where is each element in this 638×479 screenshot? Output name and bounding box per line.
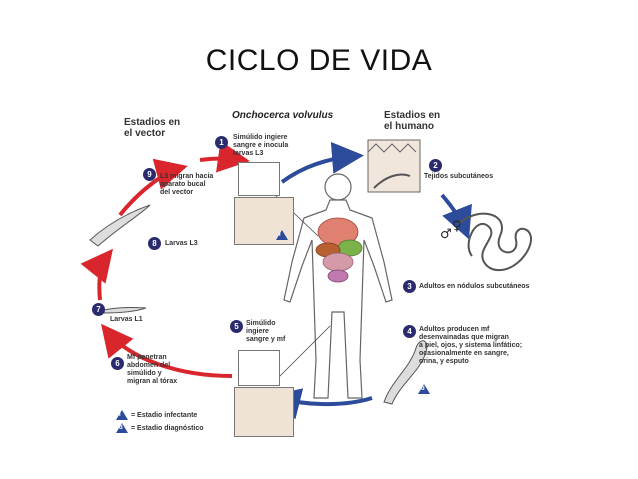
human-organs	[315, 217, 363, 283]
step-9-badge: 9	[143, 168, 156, 181]
microfilaria-worm	[383, 340, 428, 405]
step-7-badge: 7	[92, 303, 105, 316]
legend-infective-icon: i	[116, 410, 128, 420]
adult-worms	[457, 212, 532, 271]
blue-arrow-2-3	[440, 193, 472, 240]
step-2-label: Tejidos subcutáneos	[424, 173, 494, 180]
step-1-badge: 1	[215, 136, 228, 149]
blackfly-feeding-image-1	[238, 162, 280, 196]
microfilariae-photo	[234, 387, 294, 437]
legend-diagnostic-label: = Estadio diagnóstico	[131, 425, 204, 432]
human-stages-header: Estadios en el humano	[384, 110, 441, 132]
red-arrow-6-7	[100, 323, 233, 378]
red-arrow-9-1	[199, 140, 250, 173]
vector-stages-header: Estadios en el vector	[124, 117, 181, 139]
step-5-badge: 5	[230, 320, 243, 333]
step-8-label: Larvas L3	[165, 240, 198, 247]
step-3-label: Adultos en nódulos subcutáneos	[419, 283, 530, 290]
page-title: CICLO DE VIDA	[205, 44, 433, 77]
red-arrow-8-9	[118, 158, 188, 217]
step-1-label: Simúlido ingiere sangre e inocula larvas…	[233, 134, 289, 157]
step-4-label: Adultos producen mf desenvainadas que mi…	[419, 326, 523, 365]
species-name: Onchocerca volvulus	[232, 110, 334, 121]
l1-larva-worm	[103, 306, 147, 314]
diagnostic-stage-icon: d	[418, 384, 430, 394]
human-body	[283, 173, 393, 399]
blue-arrow-1-2	[280, 141, 364, 184]
step-4-badge: 4	[403, 325, 416, 338]
step-9-label: L3 migran hacia aparato bucal del vector	[160, 173, 214, 196]
step-5-label: Simúlido ingiere sangre y mf	[246, 320, 286, 343]
infective-stage-icon: i	[276, 230, 288, 240]
svg-text:♀: ♀	[452, 219, 462, 234]
step-6-badge: 6	[111, 357, 124, 370]
blackfly-feeding-image-5	[238, 350, 280, 386]
legend-diagnostic-icon: d	[116, 423, 128, 433]
step-8-badge: 8	[148, 237, 161, 250]
skin-tissue	[367, 139, 421, 193]
svg-text:♂: ♂	[440, 227, 452, 242]
red-arrow-7-8	[80, 248, 113, 301]
step-3-badge: 3	[403, 280, 416, 293]
step-6-label: Mf penetran abdomen del simúlido y migra…	[127, 354, 178, 385]
legend-infective-label: = Estadio infectante	[131, 412, 198, 419]
l3-larva-worm	[89, 204, 151, 247]
step-7-label: Larvas L1	[110, 316, 143, 323]
step-2-badge: 2	[429, 159, 442, 172]
